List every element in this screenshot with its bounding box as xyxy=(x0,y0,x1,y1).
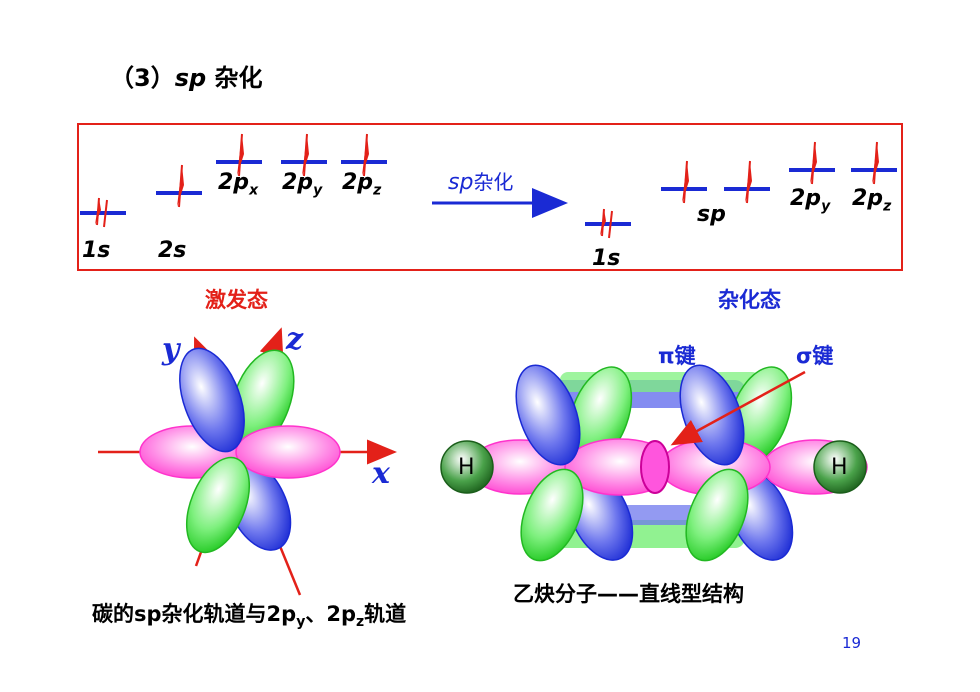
x-axis-label: x xyxy=(372,456,390,491)
level-2s-excited xyxy=(156,164,202,208)
label-sp-hybrid: sp xyxy=(697,202,726,227)
h-atom-left-label: H xyxy=(458,455,475,480)
carbon-orbital-caption: 碳的sp杂化轨道与2py、2pz轨道 xyxy=(92,602,407,631)
label-2pz-hybrid: 2pz xyxy=(852,186,892,215)
label-2py-excited: 2py xyxy=(282,170,323,199)
level-2pz-hybrid xyxy=(851,141,897,185)
acetylene-figure xyxy=(440,364,868,562)
y-axis-label: y xyxy=(162,332,180,367)
level-1s-excited xyxy=(80,197,126,228)
level-sp2-hybrid xyxy=(724,160,770,204)
label-1s-excited: 1s xyxy=(82,238,111,263)
label-2s-excited: 2s xyxy=(158,238,187,263)
acetylene-caption: 乙炔分子——直线型结构 xyxy=(513,582,744,606)
label-2pz-excited: 2pz xyxy=(342,170,382,199)
excited-state-label: 激发态 xyxy=(205,288,268,312)
pi-bond-label: π键 xyxy=(658,344,696,368)
level-1s-hybrid xyxy=(585,208,631,239)
z-axis-label: z xyxy=(286,322,304,357)
label-2px-excited: 2px xyxy=(218,170,259,199)
h-atom-right-label: H xyxy=(831,455,848,480)
sigma-bond-label: σ键 xyxy=(796,344,834,368)
page-number: 19 xyxy=(842,634,862,652)
label-2py-hybrid: 2py xyxy=(790,186,831,215)
level-2pz-excited xyxy=(341,133,387,177)
hybrid-state-label: 杂化态 xyxy=(718,288,781,312)
slide-title: （3）sp 杂化 xyxy=(110,64,263,92)
level-sp1-hybrid xyxy=(661,160,707,204)
carbon-orbital-figure xyxy=(98,327,397,596)
label-1s-hybrid: 1s xyxy=(592,246,621,271)
orbital-diagram-box xyxy=(77,123,903,271)
level-2py-hybrid xyxy=(789,141,835,185)
level-2py-excited xyxy=(281,133,327,177)
hybridization-arrow-label: sp杂化 xyxy=(448,170,514,195)
level-2px-excited xyxy=(216,133,262,177)
